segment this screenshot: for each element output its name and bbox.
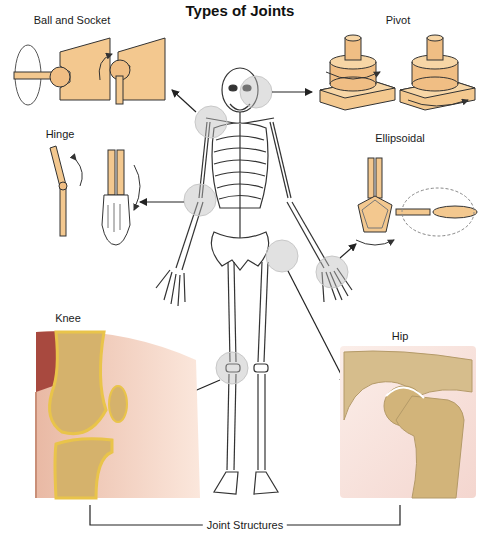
part-label: Hinge (46, 128, 75, 141)
part-label: Hip (392, 330, 409, 343)
part-label: Ellipsoidal (375, 132, 425, 145)
diagram-title: Types of Joints (186, 2, 295, 20)
part-label: Ball and Socket (34, 14, 110, 27)
part-label: Knee (55, 312, 81, 325)
part-label: Joint Structures (203, 519, 287, 532)
part-label: Pivot (386, 14, 410, 27)
